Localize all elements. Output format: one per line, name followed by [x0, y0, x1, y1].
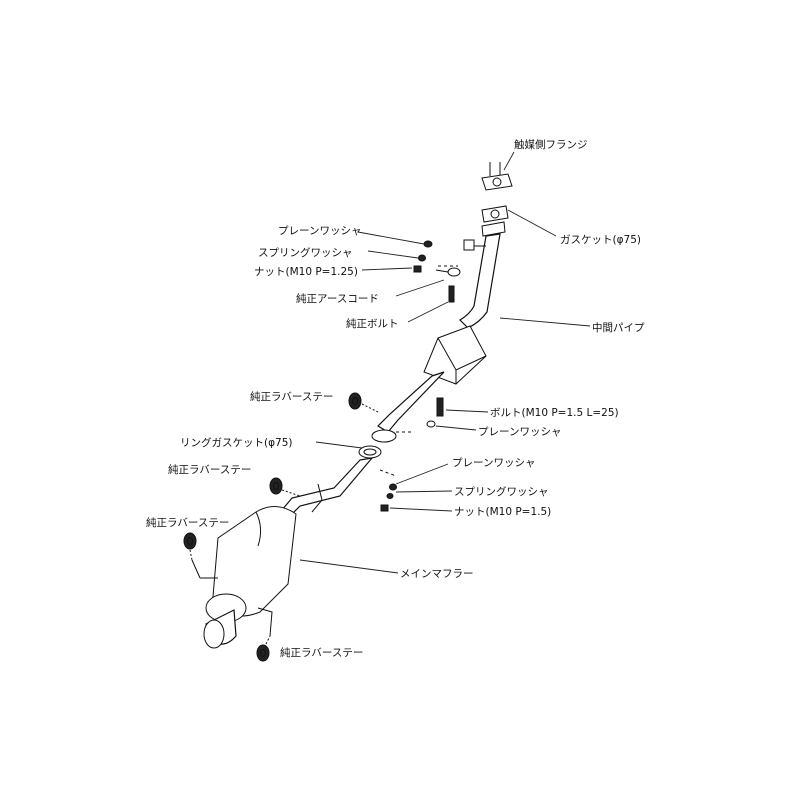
- label-main-muffler: メインマフラー: [400, 568, 474, 580]
- label-center-pipe: 中間パイプ: [592, 321, 645, 334]
- label-spring-washer-1: スプリングワッシャ: [258, 246, 353, 259]
- fasteners: [379, 240, 461, 512]
- label-rubber-stay-4: 純正ラバーステー: [280, 646, 363, 659]
- rubber-stays: [183, 392, 379, 662]
- center-pipe-part: [377, 221, 506, 433]
- label-rubber-stay-1: 純正ラバーステー: [250, 390, 333, 403]
- label-plain-washer-1: プレーンワッシャ: [278, 225, 361, 237]
- labels: 触媒側フランジ ガスケット(φ75) プレーンワッシャ スプリングワッシャ ナッ…: [146, 138, 645, 659]
- catalyst-flange: [481, 162, 513, 191]
- gasket-part: [481, 205, 509, 223]
- label-bolt-m10-l25: ボルト(M10 P=1.5 L=25): [490, 407, 619, 419]
- label-catalyst-flange: 触媒側フランジ: [514, 138, 588, 151]
- label-nut-m10-125: ナット(M10 P=1.25): [254, 266, 358, 278]
- label-oem-bolt: 純正ボルト: [346, 317, 399, 330]
- label-nut-m10-15: ナット(M10 P=1.5): [454, 506, 551, 518]
- label-plain-washer-3: プレーンワッシャ: [452, 457, 535, 469]
- label-rubber-stay-3: 純正ラバーステー: [146, 516, 229, 529]
- muffler-inlet-pipe: [281, 457, 374, 515]
- label-ring-gasket: リングガスケット(φ75): [180, 436, 292, 449]
- ring-gasket-part: [358, 429, 397, 459]
- label-rubber-stay-2: 純正ラバーステー: [168, 463, 251, 476]
- label-gasket: ガスケット(φ75): [560, 234, 641, 246]
- label-earth-cord: 純正アースコード: [296, 292, 379, 305]
- label-spring-washer-2: スプリングワッシャ: [454, 485, 549, 498]
- leader-lines: [299, 151, 591, 574]
- label-plain-washer-2: プレーンワッシャ: [478, 426, 561, 438]
- main-muffler-part: [191, 506, 297, 649]
